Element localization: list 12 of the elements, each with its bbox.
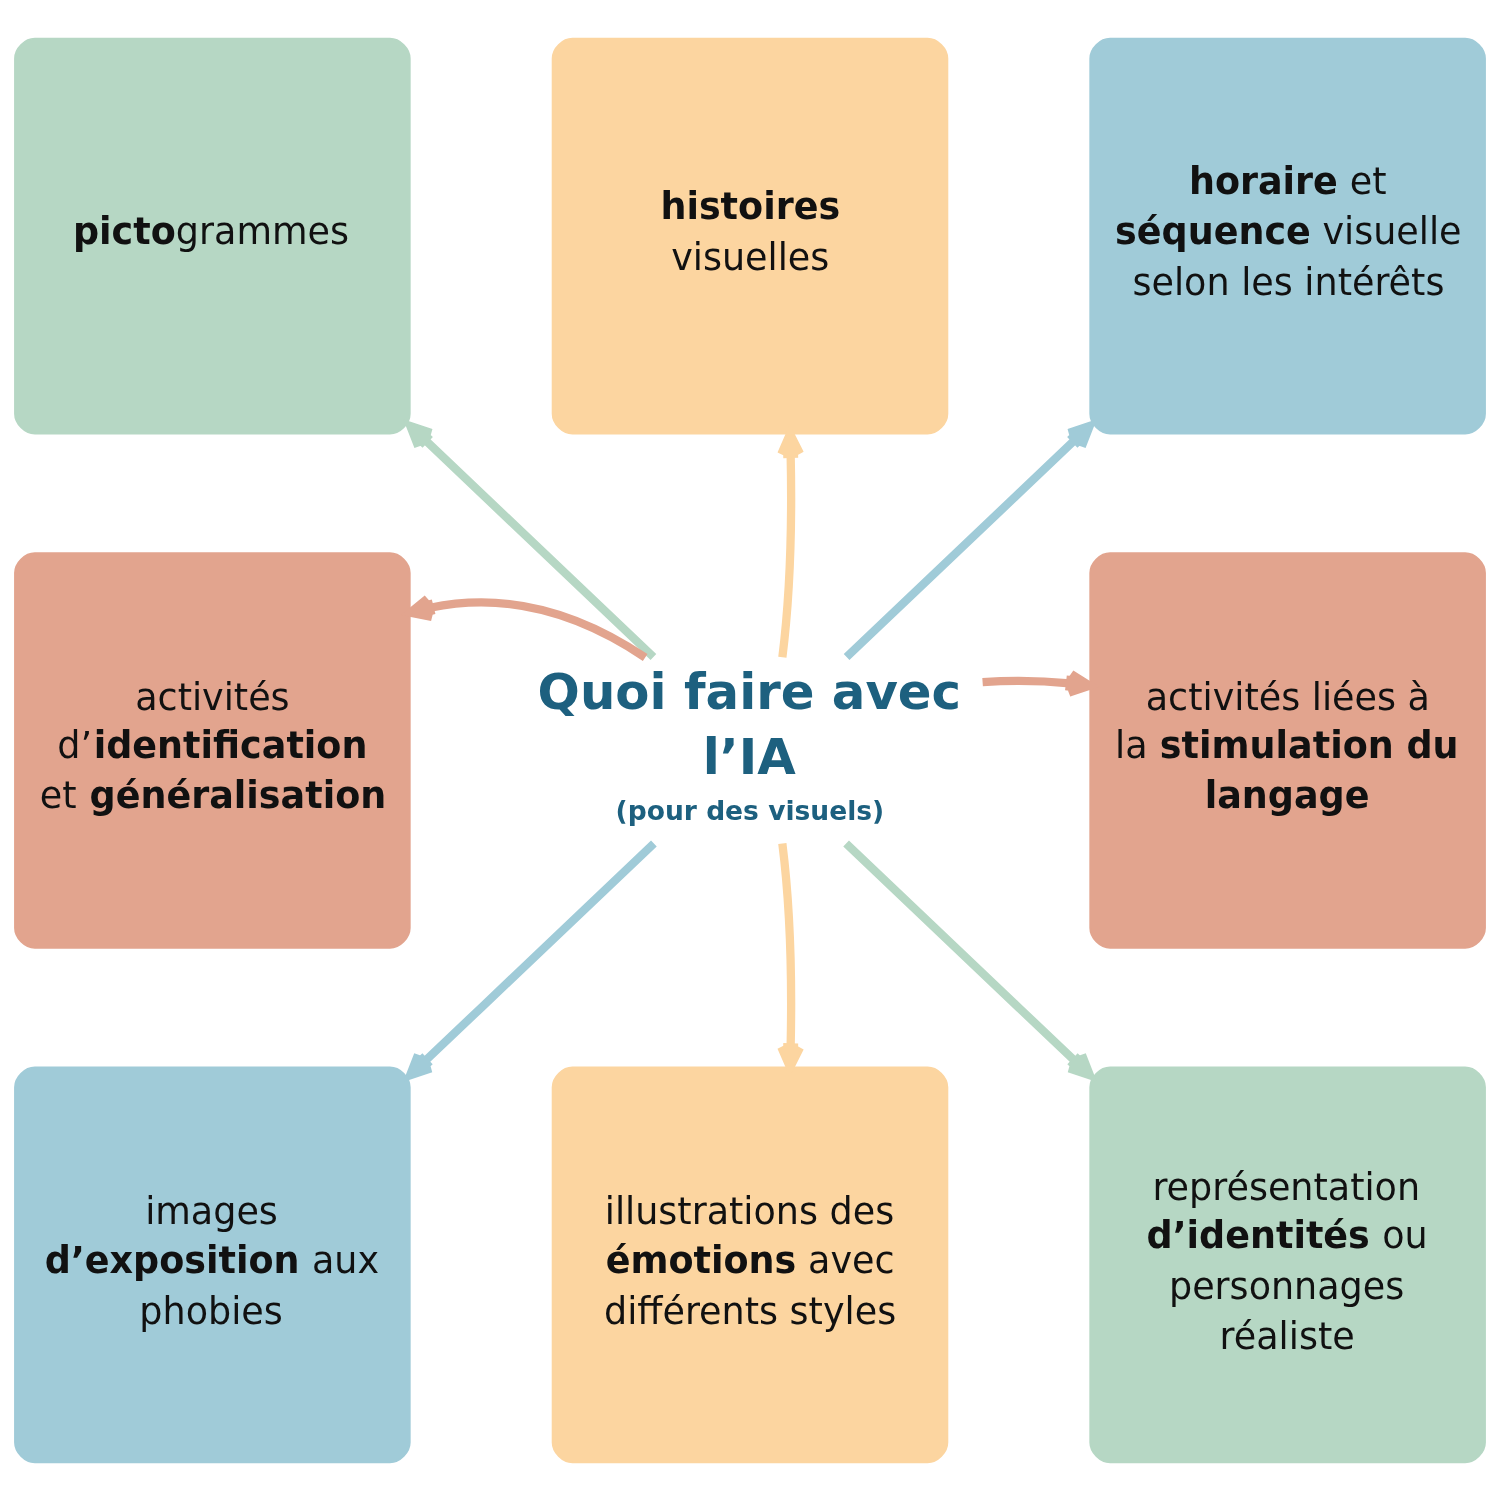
node-box: activités liées à la stimulation du langage xyxy=(1089,551,1486,949)
node-box: pictogrammes xyxy=(14,37,411,434)
node-box: histoires visuelles xyxy=(551,37,949,434)
node-box: représentation d’identités ou personnages réaliste xyxy=(1089,1066,1486,1463)
node-box: illustrations des émotions avec différents styles xyxy=(551,1066,949,1463)
node-box: activités d’identification et généralisation xyxy=(14,551,411,949)
arrow xyxy=(843,840,1095,1079)
arrow xyxy=(405,840,657,1079)
node-box: images d’exposition aux phobies xyxy=(14,1066,411,1463)
arrow xyxy=(843,421,1094,660)
node-text: Quoi faire avec l’IA (pour des visuels) xyxy=(537,662,962,826)
node-box: horaire et séquence visuelle selon les intérêts xyxy=(1089,37,1486,434)
